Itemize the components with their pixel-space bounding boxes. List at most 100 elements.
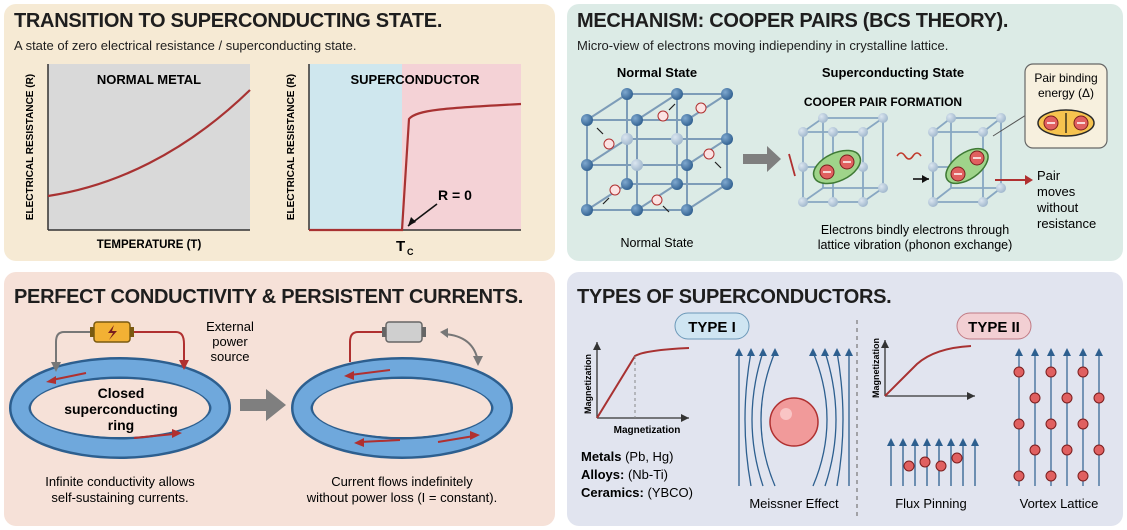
current-arrow <box>437 435 475 443</box>
pair-moves-line: Pair <box>1037 168 1061 183</box>
flux-pinning-arrowheads <box>887 438 979 446</box>
current-arrow <box>51 372 87 381</box>
pair-binding-line1: Pair binding <box>1034 71 1097 85</box>
cooper-pair-left <box>812 149 862 185</box>
transition-arrow <box>743 146 781 172</box>
normal-state-atoms <box>581 88 733 216</box>
lightning-icon <box>108 325 117 340</box>
meissner-arrowheads <box>735 348 853 356</box>
type1-curve <box>596 347 690 419</box>
external-power-line: power <box>212 334 248 349</box>
ring-label-line: superconducting <box>64 401 178 417</box>
normal-metal-curve <box>47 89 251 198</box>
r-zero-arrowhead <box>408 217 416 226</box>
meissner-caption: Meissner Effect <box>749 496 839 511</box>
external-power-line: source <box>210 349 249 364</box>
transition-charts: NORMAL METAL TEMPERATURE (T) ELECTRICAL … <box>25 64 522 257</box>
vortex-lattice-arrowheads <box>1015 348 1103 356</box>
superconductor-curve <box>309 102 522 232</box>
normal-metal-xlabel: TEMPERATURE (T) <box>97 239 202 251</box>
superconductor-region-pink <box>402 64 521 230</box>
superconductor-sphere <box>769 397 819 447</box>
cooper-pair-formation-label: COOPER PAIR FORMATION <box>804 95 962 109</box>
type1-badge <box>674 312 750 340</box>
conductivity-diagram: External power source Closed superconduc… <box>9 319 513 505</box>
flux-pinning-electrons <box>903 452 963 472</box>
right-caption-line: without power loss (I = constant). <box>306 490 497 505</box>
wire-left-right-ring <box>349 331 382 362</box>
superconductor-header: SUPERCONDUCTOR <box>350 72 480 87</box>
normal-metal-ylabel: ELECTRICAL RESISTANCE (R) <box>25 74 36 220</box>
normal-metal-plot-area <box>48 64 250 230</box>
battery-disconnected-icon <box>385 321 423 343</box>
panel-mechanism: MECHANISM: COOPER PAIRS (BCS THEORY). Mi… <box>567 4 1123 261</box>
normal-metal-header: NORMAL METAL <box>97 72 201 87</box>
current-arrow <box>349 369 391 376</box>
panel-types: TYPES OF SUPERCONDUCTORS. TYPE I TYPE II… <box>567 272 1123 526</box>
type1-ylabel: Magnetization <box>583 354 593 414</box>
material-row: Alloys: (Nb-Ti) <box>581 467 668 482</box>
normal-state-electrons <box>603 102 715 206</box>
vortex-cores <box>1013 366 1105 482</box>
flux-pinning-lines <box>890 442 976 486</box>
current-arrow <box>133 433 175 439</box>
superconducting-state-header: Superconducting State <box>822 65 964 80</box>
panel-title: PERFECT CONDUCTIVITY & PERSISTENT CURREN… <box>14 286 523 308</box>
superconductor-region-blue <box>309 64 402 230</box>
superconducting-ring-left <box>11 359 229 457</box>
vibration-arrow <box>788 153 796 177</box>
panel-title: TYPES OF SUPERCONDUCTORS. <box>577 286 892 308</box>
pair-moves-line: without <box>1036 200 1079 215</box>
panel-title: MECHANISM: COOPER PAIRS (BCS THEORY). <box>577 10 1009 32</box>
types-diagram: TYPE I TYPE II Magnetization Magnetizati… <box>581 312 1105 520</box>
ring-inner-right <box>313 379 491 437</box>
flux-pinning-caption: Flux Pinning <box>895 496 967 511</box>
superconductor-ylabel: ELECTRICAL RESISTANCE (R) <box>286 74 297 220</box>
cooper-lattice-right-atoms <box>928 113 1006 207</box>
power-wire-right <box>134 331 185 366</box>
panel-title: TRANSITION TO SUPERCONDUCTING STATE. <box>14 10 443 32</box>
mechanism-diagram: Normal State Superconducting State COOPE… <box>581 63 1108 252</box>
normal-state-caption: Normal State <box>621 236 694 250</box>
electrons-caption-line1: Electrons bindly electrons through <box>821 223 1009 237</box>
panel-subtitle: A state of zero electrical resistance / … <box>14 38 357 53</box>
power-wire-left <box>55 331 90 368</box>
pair-binding-line2: energy (Δ) <box>1038 86 1094 100</box>
electrons-caption-line2: lattice vibration (phonon exchange) <box>818 238 1013 252</box>
r-zero-label: R = 0 <box>438 187 472 203</box>
material-row: Metals (Pb, Hg) <box>581 449 674 464</box>
meissner-field-lines <box>738 351 850 487</box>
type2-label: TYPE II <box>968 319 1020 336</box>
current-arrow <box>359 439 401 443</box>
pair-moves-line: moves <box>1037 184 1076 199</box>
panel-conductivity: PERFECT CONDUCTIVITY & PERSISTENT CURREN… <box>4 272 555 526</box>
type1-xlabel: Magnetization <box>614 425 681 436</box>
normal-state-header: Normal State <box>617 65 697 80</box>
type2-badge <box>956 312 1032 340</box>
left-caption-line: self-sustaining currents. <box>51 490 188 505</box>
transition-arrow <box>240 389 286 421</box>
type1-label: TYPE I <box>688 319 736 336</box>
pair-moves-line: resistance <box>1037 216 1096 231</box>
right-caption-line: Current flows indefinitely <box>331 474 473 489</box>
external-power-line: External <box>206 319 254 334</box>
tc-label: T <box>396 238 405 255</box>
wire-right-right-ring <box>443 333 479 363</box>
tc-subscript: C <box>407 247 414 257</box>
ring-label-line: ring <box>108 417 134 433</box>
vortex-lattice-lines <box>1018 352 1100 486</box>
material-row: Ceramics: (YBCO) <box>581 485 693 500</box>
ring-inner-left <box>31 379 209 437</box>
phonon-wave-icon <box>896 152 922 160</box>
normal-state-motion-arrows <box>596 103 722 213</box>
cooper-lattice-left-atoms <box>798 113 888 207</box>
type2-curve <box>884 345 972 397</box>
panel-transition: TRANSITION TO SUPERCONDUCTING STATE. A s… <box>4 4 555 261</box>
panel-subtitle: Micro-view of electrons moving indiepend… <box>577 38 949 53</box>
ring-label-line: Closed <box>98 385 145 401</box>
cooper-pair-right <box>945 147 989 185</box>
left-caption-line: Infinite conductivity allows <box>45 474 195 489</box>
type2-ylabel: Magnetization <box>871 338 881 398</box>
vortex-caption: Vortex Lattice <box>1020 496 1099 511</box>
superconducting-ring-right <box>293 359 511 457</box>
